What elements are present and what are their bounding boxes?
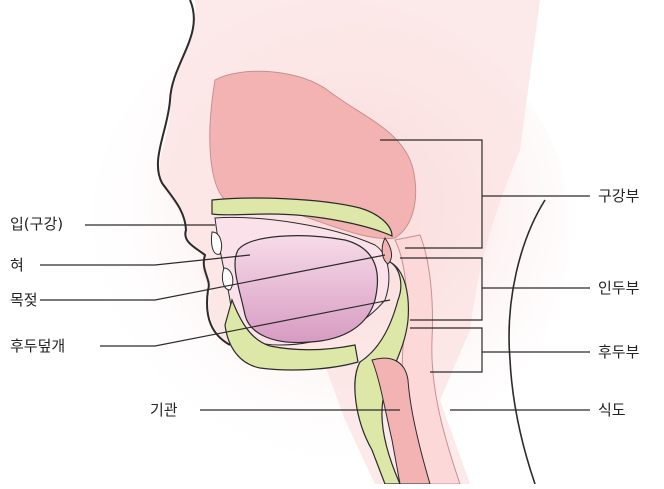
- label-uvula: 목젖: [10, 291, 38, 309]
- label-larynx-pharynx: 후두부: [598, 343, 639, 361]
- label-naso-pharynx: 인두부: [598, 279, 639, 297]
- label-mouth: 입(구강): [10, 215, 63, 233]
- label-trachea: 기관: [150, 401, 178, 419]
- label-oral-pharynx: 구강부: [598, 187, 639, 205]
- label-tongue: 혀: [10, 256, 24, 274]
- label-epiglottis: 후두덮개: [10, 337, 65, 355]
- label-esophagus: 식도: [598, 401, 626, 419]
